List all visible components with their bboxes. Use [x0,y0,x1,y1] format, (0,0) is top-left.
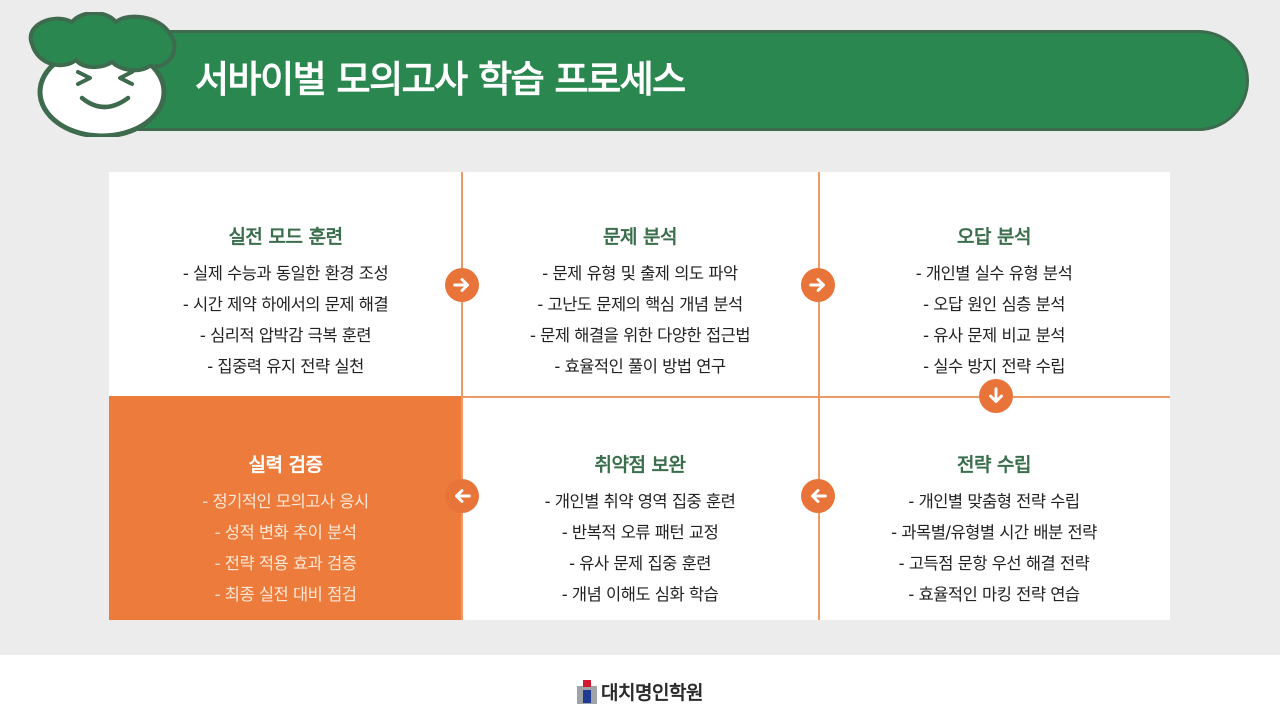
step-item: - 성적 변화 추이 분석 [214,523,357,542]
step-item: - 유사 문제 집중 훈련 [569,554,711,573]
step-item: - 최종 실전 대비 점검 [214,585,357,604]
logo-mark-icon [577,679,598,704]
arrow-right-icon [801,268,835,302]
step-item: - 문제 해결을 위한 다양한 접근법 [529,326,751,345]
page-title: 서바이벌 모의고사 학습 프로세스 [195,58,686,101]
step-item: - 심리적 압박감 극복 훈련 [199,326,372,345]
step-title: 문제 분석 [602,226,678,248]
step-item: - 정기적인 모의고사 응시 [202,492,369,511]
step-item: - 고득점 문항 우선 해결 전략 [898,554,1090,573]
arrow-left-icon [801,479,835,513]
arrow-left-icon [445,479,479,513]
step-item: - 과목별/유형별 시간 배분 전략 [891,523,1097,542]
step-item: - 집중력 유지 전략 실천 [207,357,364,376]
step-item: - 개인별 취약 영역 집중 훈련 [544,492,736,511]
process-step-skill-verification: 실력 검증 - 정기적인 모의고사 응시 - 성적 변화 추이 분석 - 전략 … [109,396,462,620]
step-item: - 문제 유형 및 출제 의도 파악 [542,264,738,283]
process-step-strategy-planning: 전략 수립 - 개인별 맞춤형 전략 수립 - 과목별/유형별 시간 배분 전략… [818,396,1170,620]
step-item: - 효율적인 마킹 전략 연습 [908,585,1080,604]
process-step-practice: 실전 모드 훈련 - 실제 수능과 동일한 환경 조성 - 시간 제약 하에서의… [109,172,462,396]
step-title: 실전 모드 훈련 [228,226,343,248]
step-item: - 반복적 오류 패턴 교정 [561,523,719,542]
process-step-weakness-improvement: 취약점 보완 - 개인별 취약 영역 집중 훈련 - 반복적 오류 패턴 교정 … [462,396,818,620]
step-item: - 고난도 문제의 핵심 개념 분석 [537,295,743,314]
step-item: - 시간 제약 하에서의 문제 해결 [182,295,389,314]
divider-vertical-1 [461,172,463,620]
divider-horizontal [462,396,1170,398]
step-item: - 오답 원인 심층 분석 [923,295,1065,314]
step-item: - 실수 방지 전략 수립 [923,357,1065,376]
step-item: - 전략 적용 효과 검증 [214,554,357,573]
step-item: - 개념 이해도 심화 학습 [561,585,719,604]
step-item: - 개인별 실수 유형 분석 [915,264,1073,283]
process-grid: 실전 모드 훈련 - 실제 수능과 동일한 환경 조성 - 시간 제약 하에서의… [109,172,1170,620]
slide: 서바이벌 모의고사 학습 프로세스 실전 모드 훈련 - 실제 수능과 동일한 … [28,12,1249,620]
step-title: 전략 수립 [956,454,1032,476]
process-step-problem-analysis: 문제 분석 - 문제 유형 및 출제 의도 파악 - 고난도 문제의 핵심 개념… [462,172,818,396]
academy-logo: 대치명인학원 [577,678,703,705]
smiling-face-mascot-icon [28,12,177,137]
arrow-down-icon [979,379,1013,413]
step-title: 실력 검증 [248,454,323,476]
footer: 대치명인학원 [0,655,1280,720]
arrow-right-icon [445,268,479,302]
step-title: 오답 분석 [956,226,1032,248]
step-title: 취약점 보완 [594,454,686,476]
step-item: - 실제 수능과 동일한 환경 조성 [182,264,389,283]
step-item: - 개인별 맞춤형 전략 수립 [908,492,1080,511]
step-item: - 유사 문제 비교 분석 [923,326,1065,345]
logo-text: 대치명인학원 [601,682,703,704]
process-step-wrong-answer-analysis: 오답 분석 - 개인별 실수 유형 분석 - 오답 원인 심층 분석 - 유사 … [818,172,1170,396]
step-item: - 효율적인 풀이 방법 연구 [554,357,726,376]
title-banner [138,30,1249,131]
